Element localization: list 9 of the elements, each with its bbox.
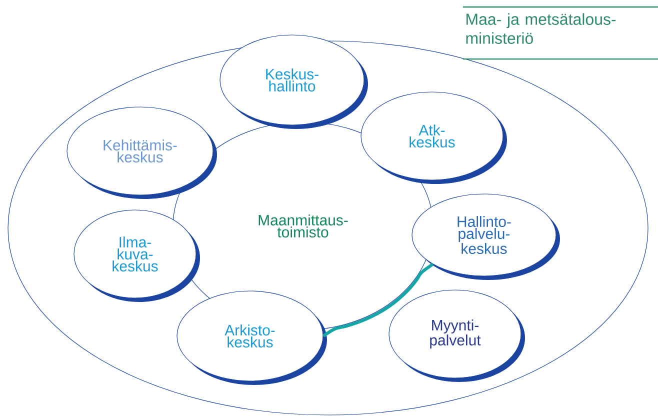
ellipse-node: Myynti- palvelut [388, 290, 525, 382]
ellipse-node: Atk- keskus [360, 92, 507, 184]
ellipse-node: Arkisto- keskus [176, 290, 327, 385]
heading: Maa- ja metsätalous- ministeriö [466, 13, 616, 44]
ellipse-node: Hallinto- palvelu- keskus [412, 194, 560, 280]
ellipse-node: Kehittämis- keskus [66, 106, 217, 199]
ellipse-node: Ilma- kuva- keskus [74, 210, 200, 302]
connector-arc [322, 262, 434, 338]
ellipse-node: Keskus- hallinto [220, 34, 368, 129]
